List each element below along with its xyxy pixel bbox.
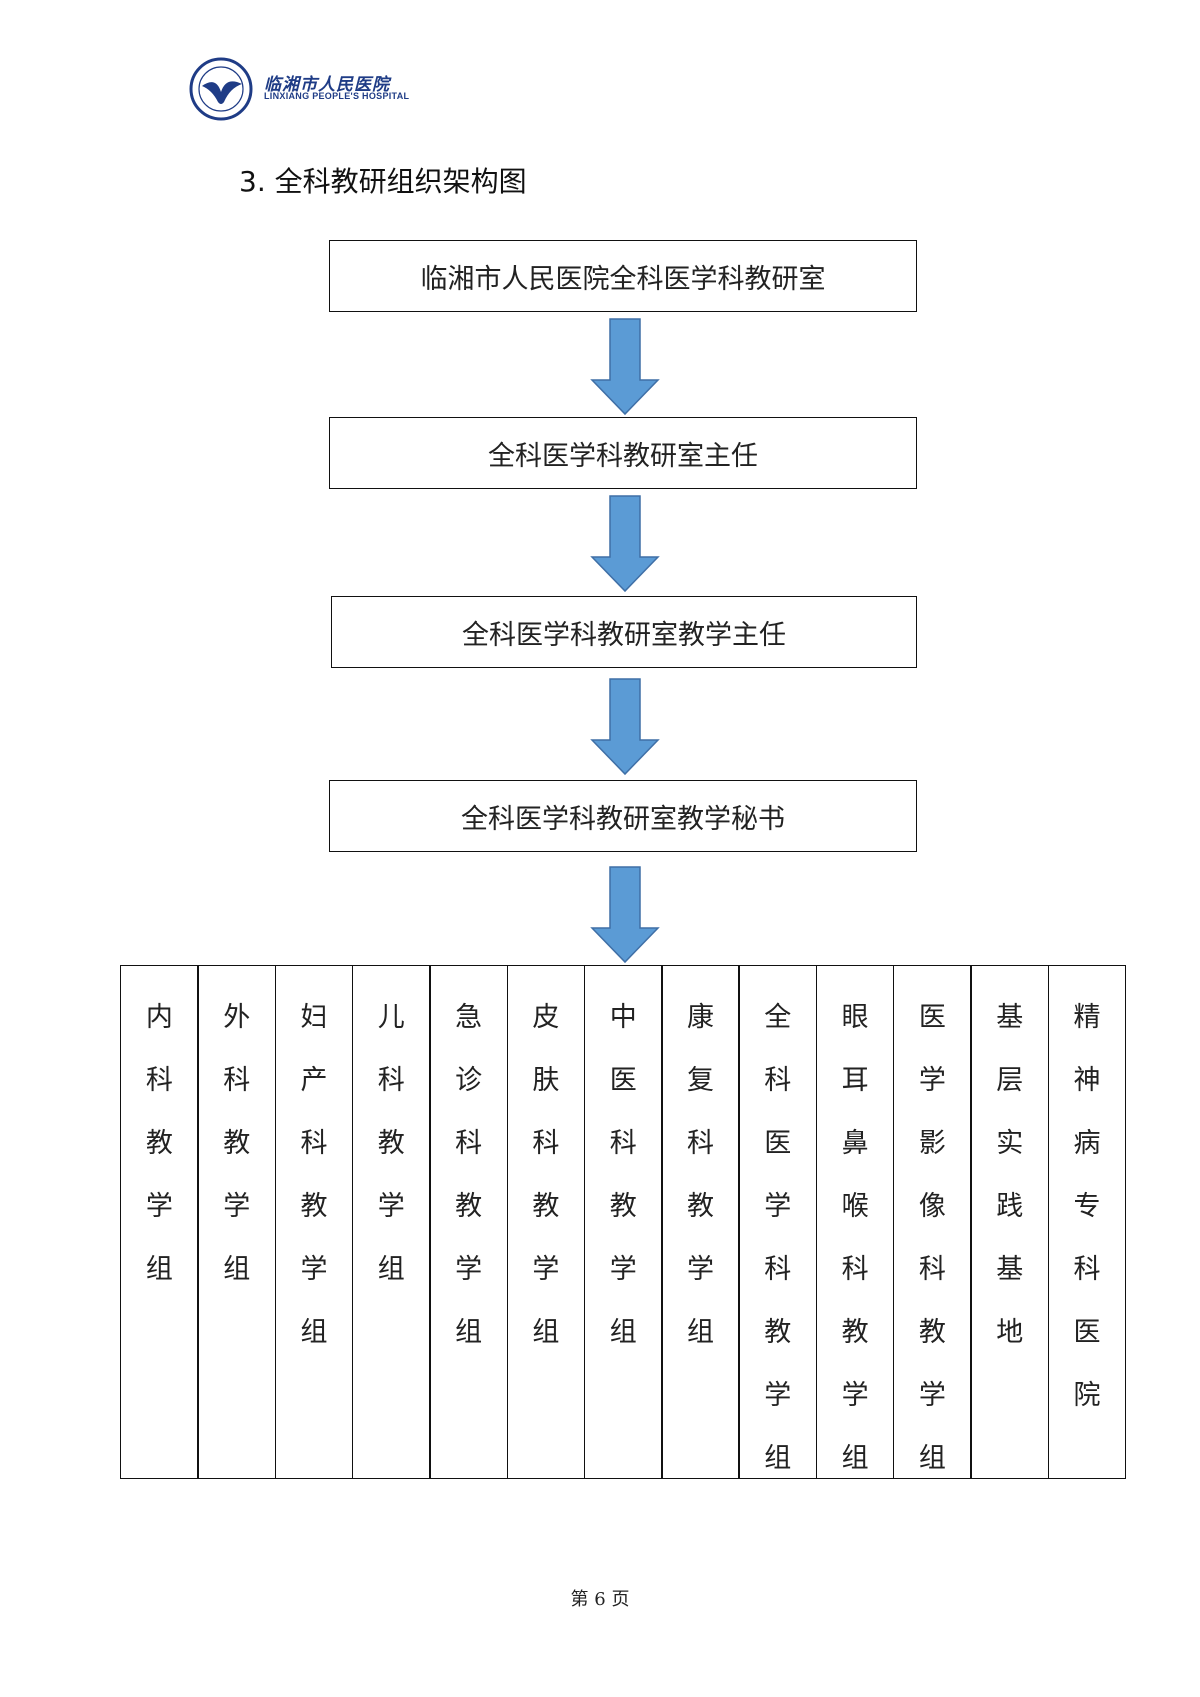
- teaching-group-column: 中医科教学组: [583, 965, 663, 1479]
- org-node-teaching-director: 全科医学科教研室教学主任: [331, 596, 917, 668]
- teaching-group-label: 基层实践基地: [996, 1002, 1024, 1348]
- hospital-seal-icon: [189, 57, 253, 121]
- page-number: 第 6 页: [570, 1589, 630, 1610]
- teaching-group-label: 精神病专科医院: [1073, 1002, 1101, 1411]
- teaching-group-label: 外科教学组: [223, 1002, 251, 1285]
- teaching-group-column: 医学影像科教学组: [893, 965, 972, 1479]
- arrow-down-icon: [590, 678, 660, 776]
- teaching-group-label: 康复科教学组: [686, 1002, 714, 1348]
- arrow-down-icon: [590, 866, 660, 964]
- teaching-group-label: 儿科教学组: [377, 1002, 405, 1285]
- teaching-group-label: 眼耳鼻喉科教学组: [841, 1002, 869, 1474]
- teaching-group-column: 眼耳鼻喉科教学组: [815, 965, 895, 1479]
- teaching-group-label: 妇产科教学组: [300, 1002, 328, 1348]
- org-node-teaching-director-label: 全科医学科教研室教学主任: [462, 619, 786, 651]
- teaching-group-column: 全科医学科教学组: [738, 965, 818, 1479]
- org-node-director: 全科医学科教研室主任: [329, 417, 917, 489]
- teaching-group-label: 全科医学科教学组: [764, 1002, 792, 1474]
- org-node-department-label: 临湘市人民医院全科医学科教研室: [420, 263, 826, 295]
- teaching-group-label: 急诊科教学组: [455, 1002, 483, 1348]
- teaching-group-column: 康复科教学组: [661, 965, 740, 1479]
- logo-name-en: LINXIANG PEOPLE'S HOSPITAL: [264, 91, 410, 101]
- arrow-down-icon: [590, 495, 660, 593]
- teaching-group-column: 妇产科教学组: [274, 965, 354, 1479]
- teaching-group-column: 皮肤科教学组: [506, 965, 586, 1479]
- logo-name-cn: 临湘市人民医院: [264, 75, 390, 95]
- page-title: 3. 全科教研组织架构图: [239, 165, 527, 198]
- org-node-teaching-secretary: 全科医学科教研室教学秘书: [329, 780, 917, 852]
- arrow-down-icon: [590, 318, 660, 416]
- teaching-group-column: 内科教学组: [120, 965, 199, 1479]
- teaching-groups: 内科教学组 外科教学组 妇产科教学组 儿科教学组 急诊科教学组 皮肤科教学组 中医科教学组 康…: [120, 965, 1127, 1479]
- teaching-group-label: 皮肤科教学组: [532, 1002, 560, 1348]
- teaching-group-label: 医学影像科教学组: [918, 1002, 946, 1474]
- teaching-group-label: 中医科教学组: [609, 1002, 637, 1348]
- teaching-group-column: 儿科教学组: [351, 965, 431, 1479]
- teaching-group-label: 内科教学组: [145, 1002, 173, 1285]
- org-node-teaching-secretary-label: 全科医学科教研室教学秘书: [461, 803, 785, 835]
- org-node-department: 临湘市人民医院全科医学科教研室: [329, 240, 917, 312]
- org-node-director-label: 全科医学科教研室主任: [488, 440, 758, 472]
- teaching-group-column: 外科教学组: [197, 965, 277, 1479]
- hospital-logo: [188, 56, 403, 122]
- teaching-group-column: 急诊科教学组: [429, 965, 508, 1479]
- teaching-group-column: 精神病专科医院: [1047, 965, 1127, 1479]
- teaching-group-column: 基层实践基地: [970, 965, 1050, 1479]
